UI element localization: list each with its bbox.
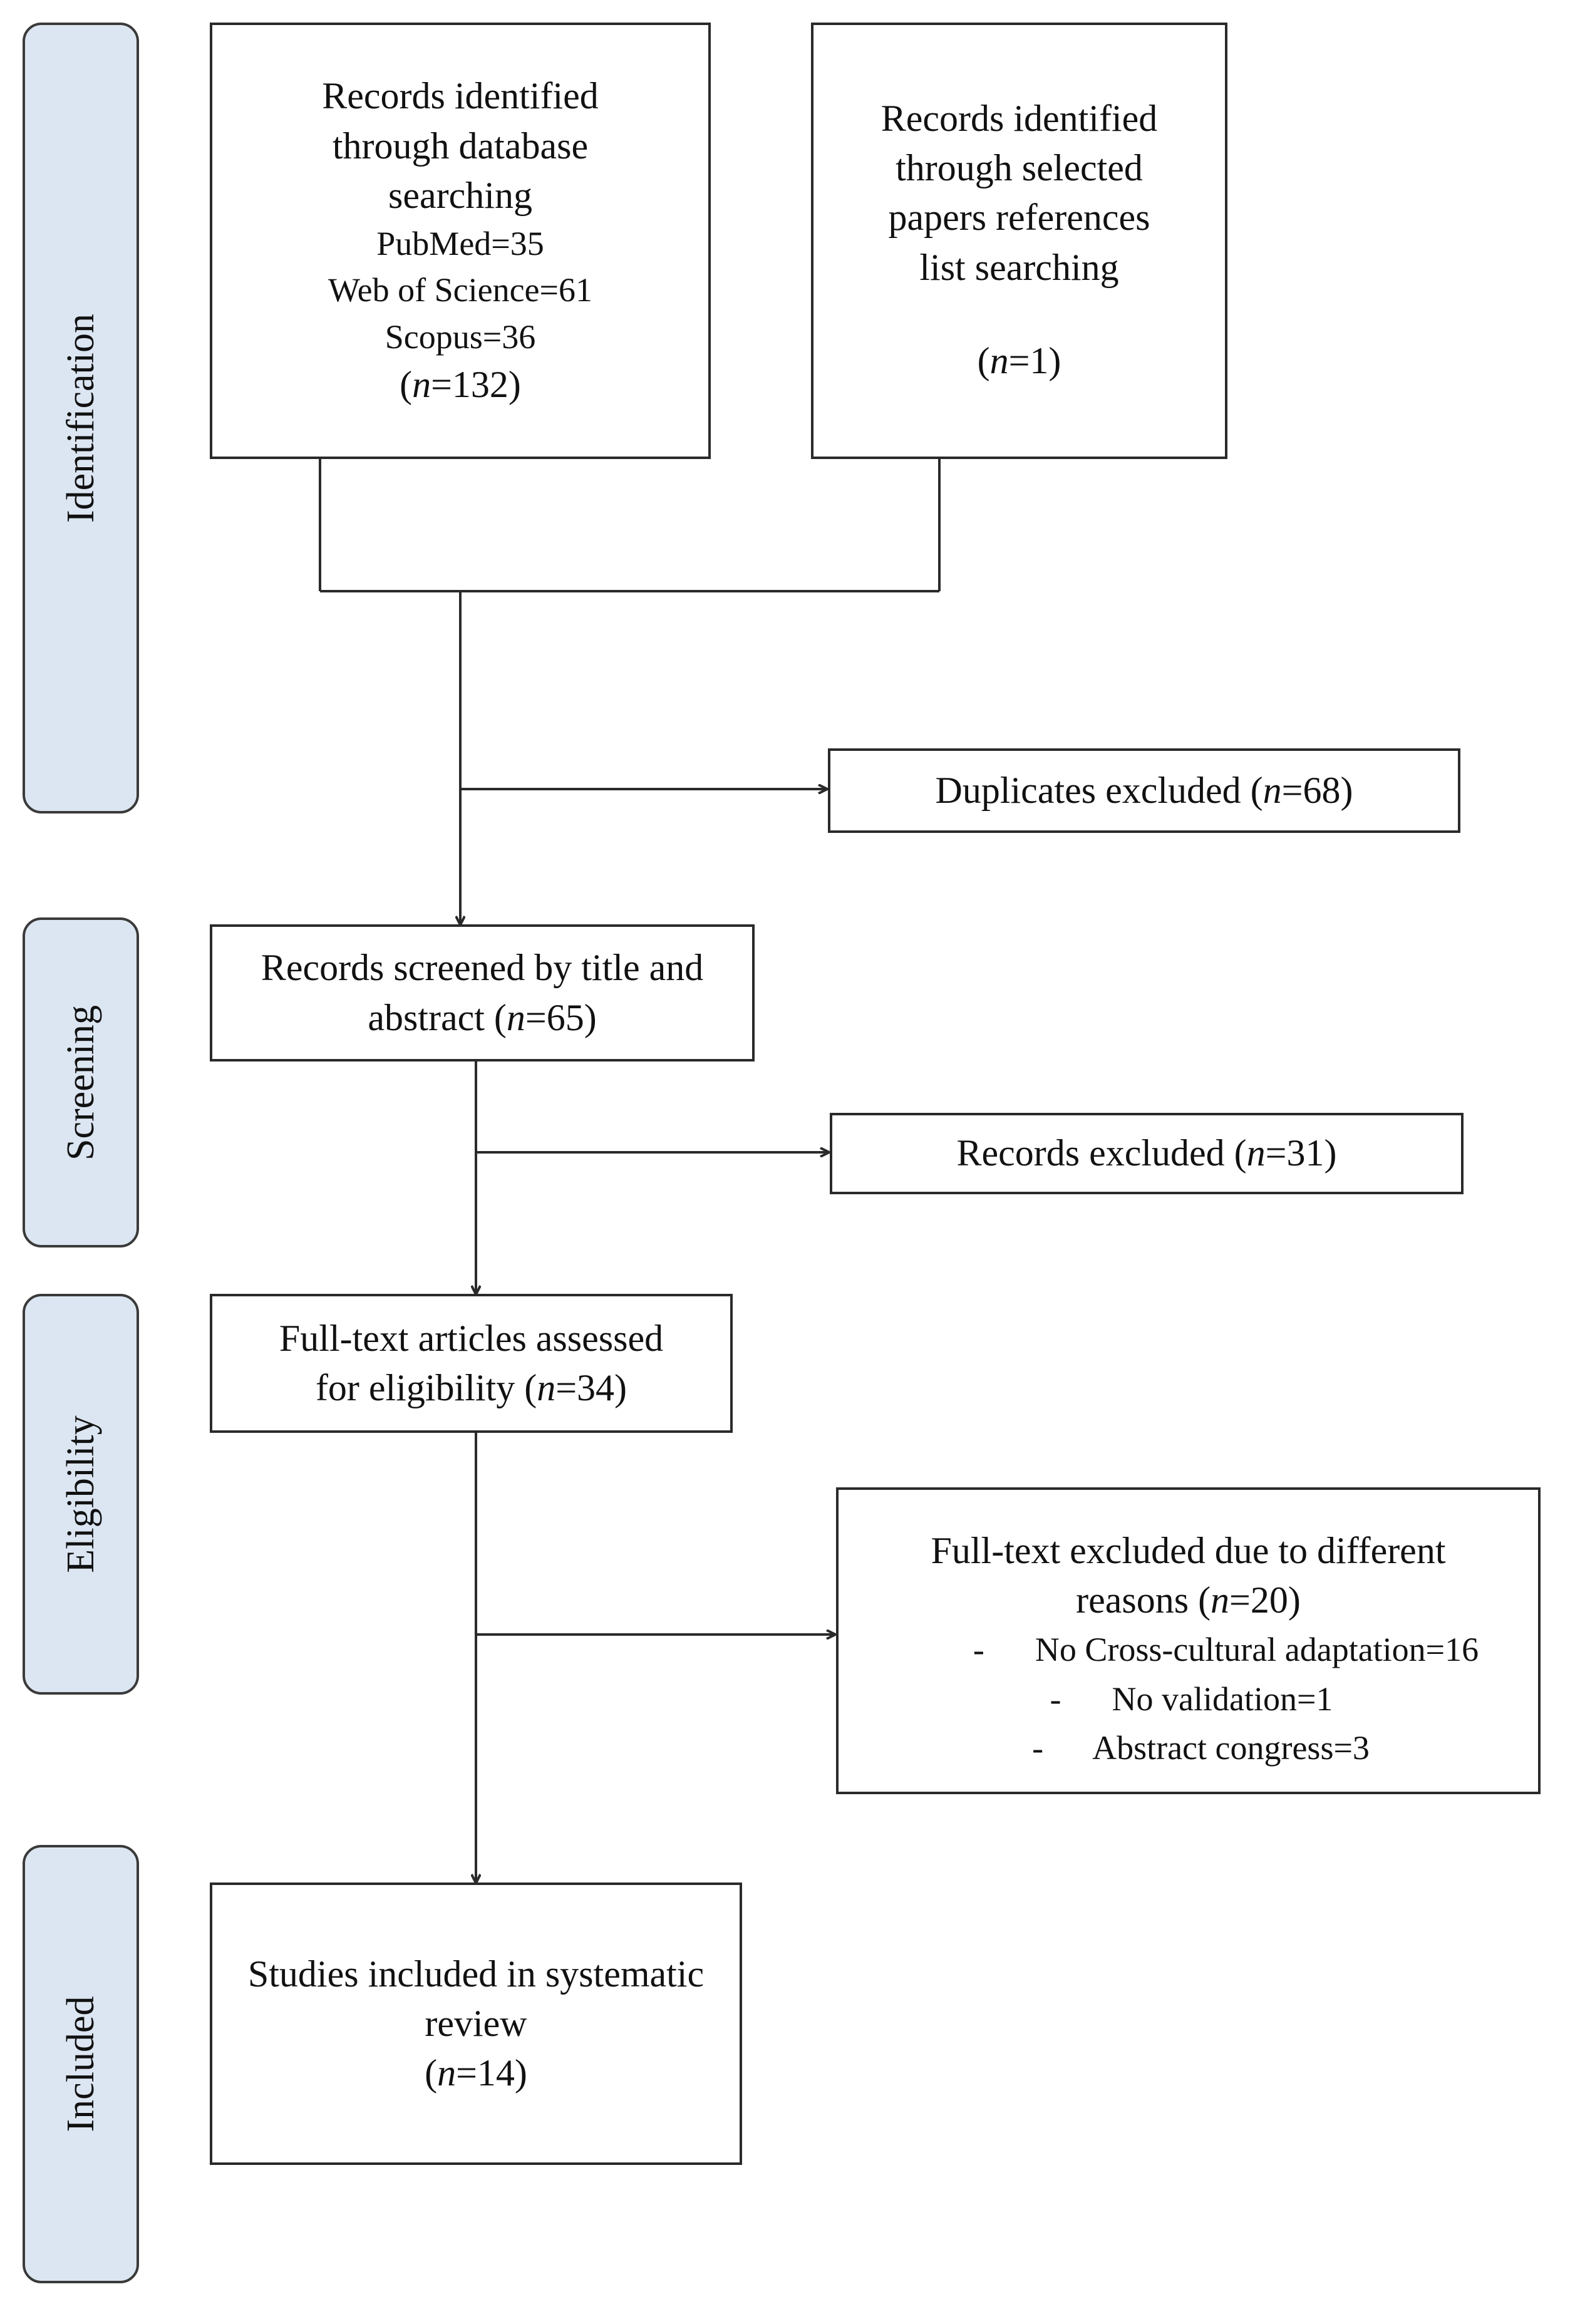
- records-screened-box: Records screened by title and abstract (…: [210, 924, 755, 1061]
- included-line2: review: [425, 2002, 527, 2044]
- reference-records-box: Records identified through selected pape…: [811, 23, 1227, 459]
- studies-included-box: Studies included in systematic review (n…: [210, 1882, 742, 2165]
- screened-line2: abstract (n=65): [368, 996, 597, 1038]
- reason-no-cross-cultural: - No Cross-cultural adaptation=16: [973, 1631, 1479, 1669]
- phase-included: Included: [23, 1845, 139, 2283]
- fulltext-assessed-box: Full-text articles assessed for eligibil…: [210, 1294, 733, 1433]
- phase-screening: Screening: [23, 917, 139, 1247]
- fulltext-excluded-line1: Full-text excluded due to different: [931, 1530, 1446, 1571]
- screened-line1: Records screened by title and: [261, 947, 704, 989]
- references-total-count: (n=1): [977, 339, 1061, 381]
- references-line3: papers references: [888, 197, 1150, 239]
- fulltext-line2: for eligibility (n=34): [315, 1367, 627, 1408]
- phase-identification: Identification: [23, 23, 139, 813]
- fulltext-line1: Full-text articles assessed: [279, 1317, 664, 1359]
- phase-eligibility: Eligibility: [23, 1294, 139, 1695]
- included-line1: Studies included in systematic: [247, 1953, 705, 1995]
- database-records-box: Records identified through database sear…: [210, 23, 711, 459]
- records-excluded-text: Records excluded (: [956, 1132, 1247, 1174]
- fulltext-excluded-box: Full-text excluded due to different reas…: [836, 1487, 1541, 1794]
- database-line3: searching: [388, 174, 532, 216]
- references-line1: Records identified: [880, 98, 1158, 139]
- references-line2: through selected: [896, 147, 1143, 189]
- duplicates-excluded-box: Duplicates excluded (n=68): [828, 748, 1460, 833]
- reason-no-validation: - No validation=1: [1050, 1680, 1333, 1718]
- reason-abstract-congress: - Abstract congress=3: [1032, 1728, 1370, 1767]
- fulltext-excluded-line2: reasons (n=20): [1076, 1579, 1301, 1621]
- database-pubmed-count: PubMed=35: [376, 224, 544, 262]
- database-line1: Records identified: [322, 75, 599, 117]
- records-excluded-box: Records excluded (n=31): [830, 1113, 1464, 1194]
- duplicates-text: Duplicates excluded (: [935, 769, 1263, 811]
- database-total-count: (n=132): [400, 364, 521, 406]
- database-line2: through database: [332, 125, 589, 167]
- references-line4: list searching: [919, 246, 1119, 288]
- database-wos-count: Web of Science=61: [328, 271, 592, 309]
- database-scopus-count: Scopus=36: [385, 318, 536, 356]
- included-total-count: (n=14): [425, 2052, 527, 2094]
